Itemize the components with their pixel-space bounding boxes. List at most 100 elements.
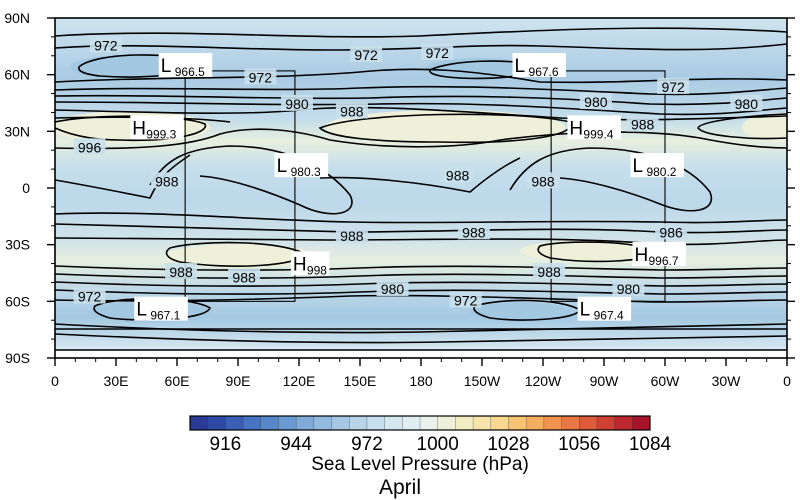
contour-line — [55, 128, 787, 150]
colorbar-swatch — [260, 416, 279, 430]
colorbar-swatch — [278, 416, 297, 430]
colorbar-swatch — [366, 416, 386, 430]
y-tick-label: 0 — [22, 180, 30, 196]
contour-label-bg — [533, 263, 566, 279]
contour-line — [149, 145, 353, 215]
contour-label: 996 — [78, 139, 102, 155]
contour-line — [55, 333, 787, 344]
contour-label: 972 — [78, 289, 102, 305]
system-value: 980.2 — [646, 165, 676, 179]
system-type-letter: L — [277, 156, 288, 177]
x-tick-label: 120W — [525, 373, 562, 389]
colorbar-swatch — [296, 416, 315, 430]
contour-line — [55, 154, 191, 199]
contour-line — [55, 27, 787, 38]
colorbar-title: Sea Level Pressure (hPa) — [311, 454, 529, 475]
high-fill-patch — [520, 240, 660, 262]
system-label-bg — [134, 296, 188, 321]
contour-line — [55, 94, 787, 106]
contour-label-bg — [73, 138, 106, 155]
contour-line — [55, 223, 787, 234]
system-label-bg — [274, 153, 329, 178]
colorbar-border — [189, 415, 651, 431]
contour-label: 980 — [584, 94, 608, 110]
contour-label: 972 — [454, 292, 478, 308]
region-box — [184, 70, 296, 302]
contour-label-bg — [655, 223, 688, 240]
contour-line — [55, 212, 787, 224]
system-label-bg — [512, 53, 567, 77]
system-type-letter: H — [132, 118, 146, 139]
contour-label-bg — [150, 172, 183, 189]
x-tick-label: 60E — [165, 373, 190, 389]
system-type-letter: H — [293, 254, 307, 275]
contour-label-bg — [335, 102, 368, 119]
colorbar-swatch — [473, 416, 492, 430]
system-value: 999.3 — [146, 127, 176, 141]
system-type-letter: L — [580, 300, 591, 321]
colorbar-swatch — [331, 416, 350, 430]
contour-line — [55, 106, 787, 121]
contour-label: 988 — [446, 168, 470, 184]
system-value: 966.5 — [175, 65, 205, 79]
x-tick-label: 0 — [783, 373, 791, 389]
contour-line — [537, 241, 657, 263]
contour-line — [55, 115, 207, 142]
colorbar-swatch — [207, 416, 226, 430]
colorbar-swatch — [614, 416, 633, 430]
contour-label: 988 — [169, 264, 193, 280]
colorbar-swatch — [526, 416, 545, 430]
contour-label: 988 — [340, 228, 364, 244]
contour-label-bg — [89, 36, 122, 53]
colorbar-label: 1000 — [417, 434, 459, 455]
x-tick-label: 60W — [651, 373, 681, 389]
contour-label-bg — [421, 43, 454, 60]
contour-label-bg — [441, 166, 474, 183]
system-type-letter: L — [632, 156, 643, 177]
contour-label-bg — [376, 280, 409, 296]
system-type-letter: H — [635, 245, 649, 266]
x-tick-label: 150W — [464, 373, 501, 389]
y-tick-label: 30N — [4, 123, 30, 139]
system-type-letter: L — [515, 56, 526, 77]
contour-label-bg — [165, 263, 198, 279]
contour-label: 972 — [661, 79, 685, 95]
contour-label-bg — [449, 291, 482, 308]
low-fill-patch — [470, 302, 570, 322]
colorbar-swatch — [632, 416, 651, 430]
contour-label-bg — [626, 115, 659, 132]
x-tick-label: 0 — [51, 373, 59, 389]
contour-label-bg — [457, 223, 490, 240]
chart-title: April — [379, 476, 421, 499]
contour-label: 980 — [381, 281, 405, 297]
contour-label: 972 — [249, 69, 273, 85]
contour-label: 988 — [232, 270, 256, 286]
contour-label: 972 — [94, 37, 118, 53]
x-tick-label: 90W — [590, 373, 620, 389]
colorbar-swatch — [543, 416, 562, 430]
contour-label-bg — [244, 68, 277, 85]
colorbar-swatch — [384, 416, 403, 430]
contour-label-bg — [612, 280, 645, 296]
contour-label-bg — [527, 172, 559, 189]
contour-label: 980 — [617, 281, 641, 297]
contour-label: 988 — [537, 264, 561, 280]
colorbar-label: 916 — [210, 434, 242, 455]
contour-label-bg — [730, 94, 763, 111]
x-tick-label: 180 — [409, 373, 433, 389]
contour-line — [319, 157, 521, 193]
contour-label-bg — [280, 94, 313, 111]
y-tick-label: 60S — [5, 293, 30, 309]
high-fill-patch — [742, 113, 787, 141]
colorbar-swatch — [455, 416, 474, 430]
y-tick-label: 30S — [5, 237, 30, 253]
colorbar-swatch — [437, 416, 456, 430]
high-fill-patch — [325, 110, 565, 144]
colorbar-swatch — [420, 416, 439, 430]
x-tick-label: 150E — [344, 373, 377, 389]
system-value: 980.3 — [291, 165, 321, 179]
contour-label: 972 — [426, 45, 450, 61]
contour-label: 980 — [285, 96, 309, 112]
colorbar-swatch — [243, 416, 262, 430]
system-label-bg — [632, 241, 686, 266]
